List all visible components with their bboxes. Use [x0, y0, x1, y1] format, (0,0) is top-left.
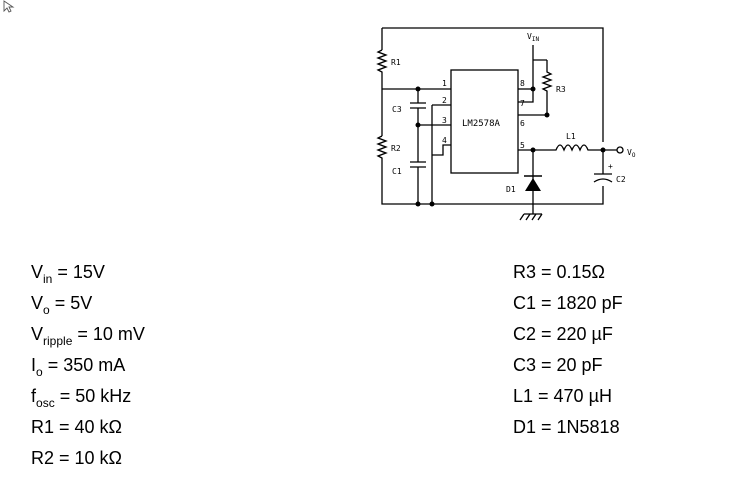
spec-r2: R2 = 10 kΩ	[31, 448, 123, 468]
pin-7-number: 7	[520, 99, 525, 108]
r1-label: R1	[391, 58, 401, 67]
vin-label: VIN	[527, 32, 539, 43]
vout-terminal	[616, 146, 624, 154]
ground-symbol	[519, 204, 543, 221]
c3-label: C3	[392, 105, 402, 114]
d1-diode	[525, 178, 541, 191]
spec-r1: R1 = 40 kΩ	[31, 417, 123, 437]
pin-3-number: 3	[442, 116, 447, 125]
pin-8-number: 8	[520, 79, 525, 88]
c1-capacitor	[410, 161, 426, 168]
spec-c1: C1 = 1820 pF	[513, 293, 623, 313]
c2-plus-sign: +	[608, 162, 613, 171]
pin-4-number: 4	[442, 136, 447, 145]
mouse-pointer-icon	[3, 0, 15, 13]
r1-resistor	[376, 49, 388, 76]
pin7-wire	[518, 89, 534, 103]
c1-label: C1	[392, 167, 402, 176]
r2-resistor	[376, 135, 388, 160]
spec-c3: C3 = 20 pF	[513, 355, 603, 375]
bottom-rail-wire	[381, 160, 604, 205]
pin-1-number: 1	[442, 79, 447, 88]
r3-resistor	[541, 60, 553, 115]
vout-label: VO	[627, 148, 636, 159]
spec-fosc: fosc = 50 kHz	[31, 386, 132, 410]
lm2578a-ic-body	[450, 69, 519, 174]
spec-r3: R3 = 0.15Ω	[513, 262, 606, 282]
c3-capacitor	[410, 102, 426, 109]
circuit-schematic: LM2578A VIN VO 1 2 3 4 5 6 7 8 R1 R2 R3 …	[376, 27, 636, 221]
top-rail-wire	[382, 27, 604, 142]
pin-6-number: 6	[520, 119, 525, 128]
l1-label: L1	[566, 132, 576, 141]
r2-label: R2	[391, 144, 401, 153]
l1-inductor	[547, 144, 617, 152]
spec-d1: D1 = 1N5818	[513, 417, 620, 437]
spec-vripple: Vripple = 10 mV	[31, 324, 145, 348]
spec-l1: L1 = 470 µH	[513, 386, 612, 406]
c2-label: C2	[616, 175, 626, 184]
pin-5-number: 5	[520, 141, 525, 150]
pin4-wire	[432, 144, 451, 156]
r3-label: R3	[556, 85, 566, 94]
spec-c2: C2 = 220 µF	[513, 324, 613, 344]
spec-io: Io = 350 mA	[31, 355, 126, 379]
ic-label: LM2578A	[462, 119, 501, 129]
spec-vo: Vo = 5V	[31, 293, 93, 317]
d1-label: D1	[506, 185, 516, 194]
spec-vin: Vin = 15V	[31, 262, 105, 286]
pin-2-number: 2	[442, 96, 447, 105]
